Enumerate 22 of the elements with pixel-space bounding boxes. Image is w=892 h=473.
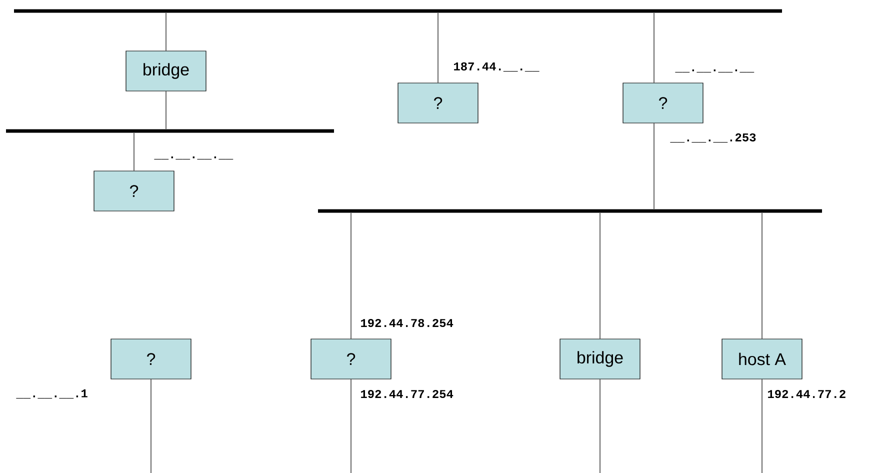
device-box: ? (110, 338, 192, 380)
device-box: bridge (126, 50, 206, 92)
network-bus (14, 9, 782, 13)
address-label: 192.44.78.254 (361, 318, 454, 328)
connector-line (350, 379, 352, 473)
address-label: __.__.__.__ (154, 156, 234, 160)
device-box: ? (398, 82, 478, 124)
address-label: __.__.__.1 (16, 389, 88, 399)
address-label: __.__.__.253 (670, 133, 756, 143)
device-box: ? (94, 170, 174, 212)
network-bus (6, 129, 334, 133)
connector-line (350, 212, 352, 339)
network-bus (318, 209, 822, 213)
connector-line (150, 379, 152, 473)
device-box: bridge (560, 338, 640, 380)
device-box: host A (722, 338, 802, 380)
device-box: ? (310, 338, 392, 380)
address-label: __.__.__.__ (675, 69, 754, 73)
device-box: ? (622, 82, 704, 124)
address-label: 192.44.77.2 (768, 390, 846, 398)
address-label: 192.44.77.254 (361, 390, 454, 398)
address-label: 187.44.__.__ (454, 62, 540, 72)
